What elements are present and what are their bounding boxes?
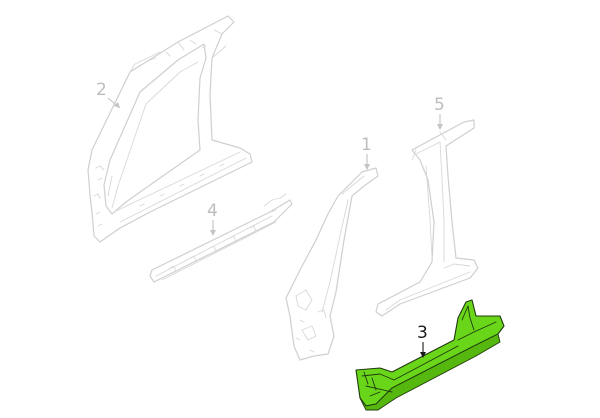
callout-2: 2 [96, 80, 121, 109]
callout-5-label: 5 [434, 95, 445, 115]
callout-1-label: 1 [361, 135, 372, 155]
callout-4: 4 [207, 201, 218, 236]
leader-2-arrow-icon [114, 102, 120, 108]
part-5-pillar-reinforcement[interactable] [375, 119, 479, 317]
part-1-b-pillar[interactable] [285, 167, 379, 361]
callout-3-label: 3 [417, 323, 428, 343]
part-3-rocker-panel[interactable] [355, 299, 505, 411]
callout-1: 1 [361, 135, 372, 170]
leader-1-arrow-icon [364, 164, 370, 170]
callout-3: 3 [417, 323, 428, 358]
part-2-body-side-frame[interactable] [87, 15, 253, 243]
part-4-sill-reinforcement[interactable] [149, 193, 293, 283]
leader-3-arrow-icon [420, 352, 426, 358]
callout-2-label: 2 [96, 80, 107, 100]
callout-4-label: 4 [207, 201, 218, 221]
leader-4-arrow-icon [210, 230, 216, 236]
leader-5-arrow-icon [437, 124, 443, 130]
callout-5: 5 [434, 95, 445, 130]
